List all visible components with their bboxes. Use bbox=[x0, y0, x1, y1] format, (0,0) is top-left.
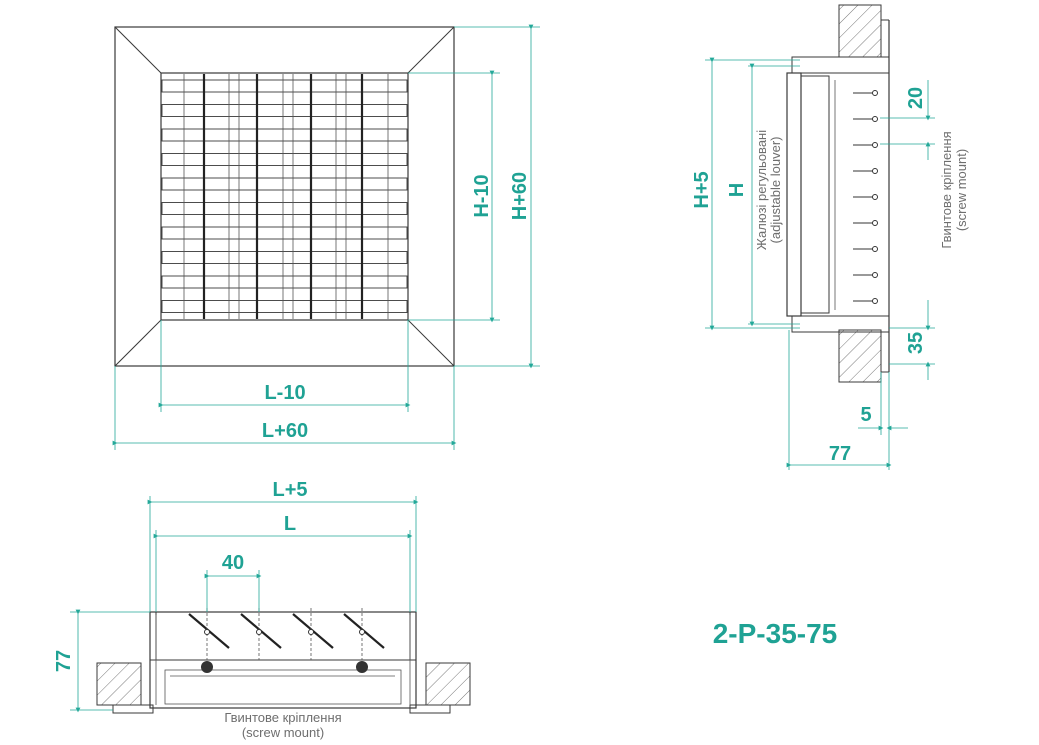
louver-bar bbox=[161, 226, 408, 240]
screw-head-icon bbox=[872, 194, 878, 200]
screw-left-icon bbox=[201, 661, 213, 673]
dim-h: H bbox=[726, 183, 748, 197]
louver-grid bbox=[161, 74, 408, 319]
dim-l-plus-5: L+5 bbox=[272, 479, 307, 501]
dim-5: 5 bbox=[860, 404, 871, 426]
louver-bar bbox=[161, 202, 408, 215]
dim-l-plus-60: L+60 bbox=[262, 420, 308, 442]
louver-pivot-icon bbox=[204, 629, 210, 635]
front-inner-frame bbox=[160, 72, 409, 321]
louver-bar bbox=[161, 177, 408, 191]
dim-l: L bbox=[284, 513, 296, 535]
screw-head-icon bbox=[872, 116, 878, 122]
wall-section-left bbox=[96, 662, 142, 706]
louver-blades bbox=[188, 608, 385, 660]
screw-head-icon bbox=[872, 246, 878, 252]
mount-label-en: (screw mount) bbox=[954, 149, 969, 231]
wall-section-right bbox=[425, 662, 471, 706]
louver-bar bbox=[161, 275, 408, 289]
louver-bar bbox=[161, 300, 408, 313]
screw-head-icon bbox=[872, 220, 878, 226]
louver-pivot-icon bbox=[308, 629, 314, 635]
model-code: 2-P-35-75 bbox=[713, 618, 838, 649]
wall-section-top bbox=[838, 4, 882, 58]
side-view: H+5 H Жалюзі регульовані (adjustable lou… bbox=[691, 4, 969, 470]
dim-77-side: 77 bbox=[829, 443, 851, 465]
screw-head-icon bbox=[872, 90, 878, 96]
screw-head-icon bbox=[872, 298, 878, 304]
wall-section-bottom bbox=[838, 329, 882, 383]
bottom-mount-label-en: (screw mount) bbox=[242, 725, 324, 740]
dim-l-minus-10: L-10 bbox=[264, 382, 305, 404]
screw-head-icon bbox=[872, 168, 878, 174]
louver-bar bbox=[161, 128, 408, 142]
screw-right-icon bbox=[356, 661, 368, 673]
louver-bar bbox=[161, 104, 408, 117]
screw-row bbox=[853, 90, 878, 304]
bottom-mount-label-ua: Гвинтове кріплення bbox=[224, 710, 341, 725]
dim-35: 35 bbox=[905, 332, 927, 354]
mount-label-ua: Гвинтове кріплення bbox=[939, 131, 954, 248]
louver-pivot-icon bbox=[256, 629, 262, 635]
dim-h-plus-60: H+60 bbox=[509, 172, 531, 220]
louver-bar bbox=[161, 79, 408, 93]
front-view: H-10 H+60 L-10 L+60 bbox=[112, 24, 540, 450]
louver-label-ua: Жалюзі регульовані bbox=[754, 130, 769, 250]
screw-head-icon bbox=[872, 272, 878, 278]
bottom-view: L+5 L 40 77 Гвинтове кріплення (screw mo… bbox=[53, 479, 471, 740]
dim-77-bottom: 77 bbox=[53, 650, 75, 672]
louver-pivot-icon bbox=[359, 629, 365, 635]
louver-label-en: (adjustable louver) bbox=[768, 137, 783, 244]
dim-h-plus-5: H+5 bbox=[691, 171, 713, 208]
front-outer-frame bbox=[114, 26, 455, 367]
dim-40: 40 bbox=[222, 552, 244, 574]
screw-head-icon bbox=[872, 142, 878, 148]
dim-h-minus-10: H-10 bbox=[471, 174, 493, 217]
dim-20: 20 bbox=[905, 87, 927, 109]
louver-bar bbox=[161, 153, 408, 166]
louver-bar bbox=[161, 251, 408, 264]
